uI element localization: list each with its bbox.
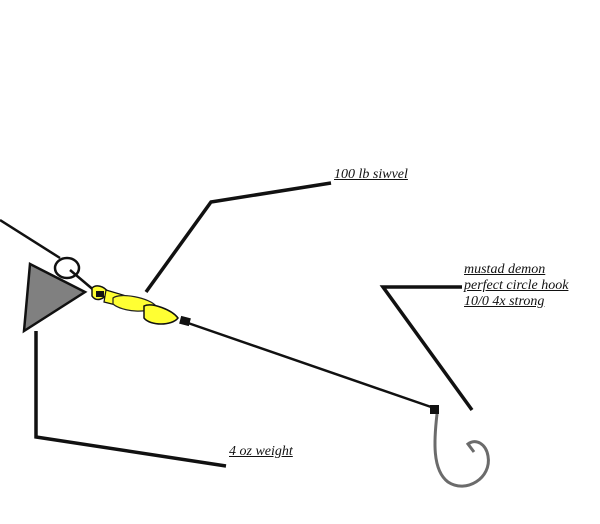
hook-label-line-3: 10/0 4x strong xyxy=(464,294,545,309)
hook-label-line-1: mustad demon xyxy=(464,262,546,277)
hook-label: mustad demon perfect circle hook 10/0 4x… xyxy=(464,262,568,310)
leader-to-hook xyxy=(187,321,435,410)
swivel-callout-line xyxy=(144,181,332,294)
hook-knot xyxy=(430,405,439,414)
swivel-shape xyxy=(91,285,191,327)
weight-shape xyxy=(22,262,88,334)
circle-hook xyxy=(433,413,490,488)
weight-callout-line xyxy=(34,331,227,468)
weight-ring xyxy=(53,256,81,280)
hook-label-line-2: perfect circle hook xyxy=(464,278,569,293)
swivel-label: 100 lb siwvel xyxy=(334,167,408,182)
main-line xyxy=(0,218,61,260)
hook-callout-line xyxy=(379,285,474,412)
weight-label: 4 oz weight xyxy=(229,444,293,459)
